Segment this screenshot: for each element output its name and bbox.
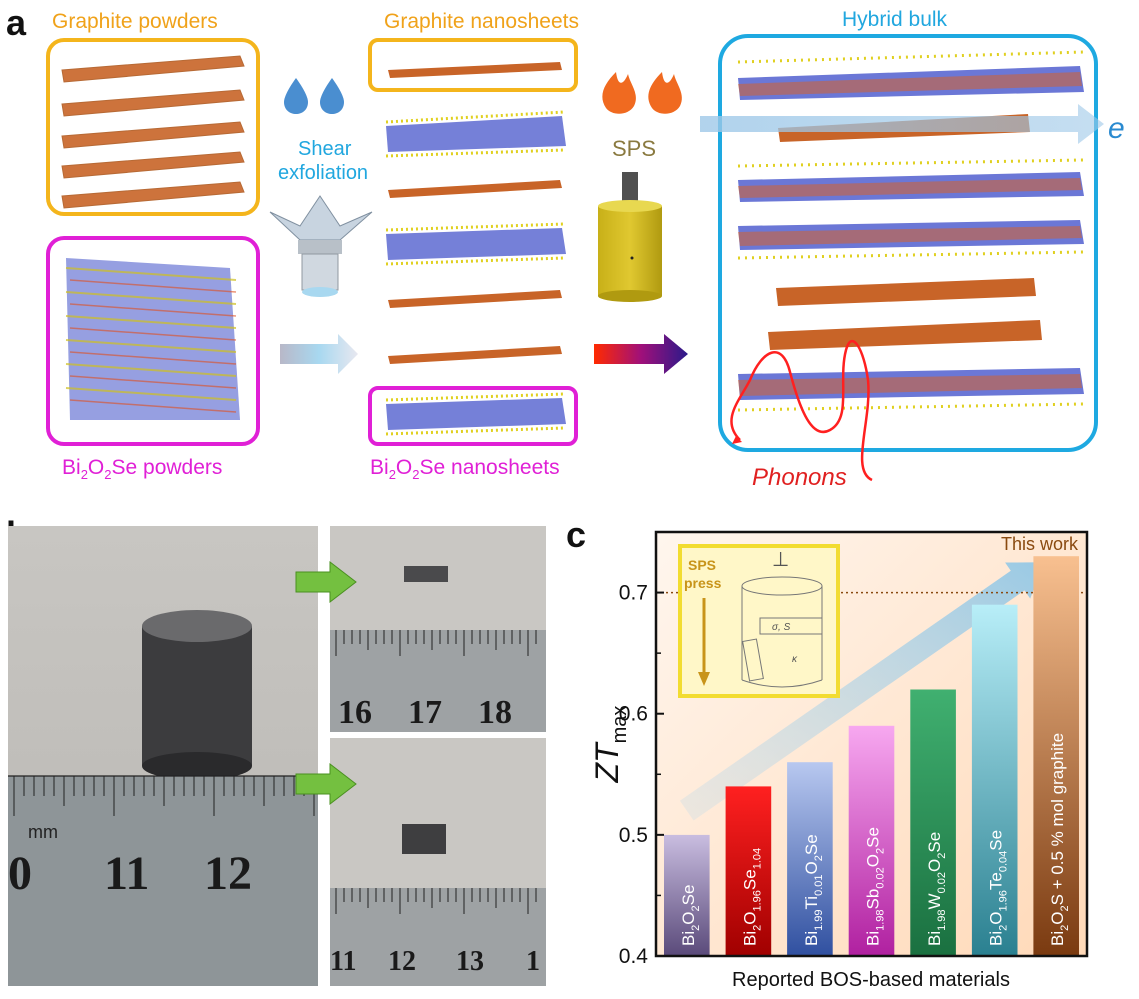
droplet-icons <box>284 78 344 114</box>
hybrid-bulk-box <box>718 34 1098 452</box>
y-axis-label: ZTmax <box>589 706 631 784</box>
electron-path-arrow <box>700 104 1104 144</box>
bar-label-6: Bi2O1.96Te0.04Se <box>987 830 1010 946</box>
shear-label: Shear <box>298 138 352 160</box>
bar-sample-photo-top: 16 17 18 <box>330 526 546 732</box>
y-tick-label: 0.7 <box>619 582 648 605</box>
ruler-br-12: 12 <box>388 946 416 977</box>
bar-sample-photo-bottom: 11 12 13 1 <box>330 738 546 986</box>
this-work-label: This work <box>1001 534 1079 554</box>
green-arrow-bottom <box>295 762 357 806</box>
bar-3 <box>787 762 833 956</box>
blender-icon <box>269 195 373 297</box>
bos-powders-box <box>46 236 260 446</box>
graphite-nanosheets-box <box>368 38 578 92</box>
inset-press-label: press <box>684 575 722 591</box>
phonon-path <box>730 340 873 482</box>
graphite-powders-box <box>46 38 260 216</box>
bar-label-4: Bi1.98Sb0.02O2Se <box>864 827 887 946</box>
trend-arrow-shape <box>679 562 1044 821</box>
ruler-unit: mm <box>28 822 58 842</box>
bar-label-7: Bi2O2S + 0.5 % mol graphite <box>1048 733 1071 946</box>
inset-kappa: κ <box>792 654 798 665</box>
y-tick-label: 0.6 <box>619 703 648 726</box>
bar-2 <box>725 786 772 956</box>
y-tick-label: 0.4 <box>619 945 649 968</box>
graphite-nanosheets-label: Graphite nanosheets <box>384 10 579 33</box>
sps-label: SPS <box>612 136 657 161</box>
ruler-br-11: 11 <box>330 946 357 977</box>
bar-label-1: Bi2O2Se <box>679 885 702 946</box>
phonons-label: Phonons <box>752 464 847 491</box>
bos-powders-label: Bi2O2Se powders <box>62 456 223 483</box>
bar-label-5: Bi1.98W0.02O2Se <box>925 832 948 946</box>
graphite-nanosheets <box>388 62 562 364</box>
ruler-tr-17: 17 <box>408 694 442 731</box>
x-axis-label: Reported BOS-based materials <box>732 969 1010 991</box>
ruler-main-0: 0 <box>8 847 32 900</box>
exfoliation-label: exfoliation <box>278 162 369 184</box>
ruler-main-11: 11 <box>104 847 150 900</box>
inset-sigma-s: σ, S <box>772 622 791 633</box>
inset-perpendicular-symbol: ⊥ <box>772 549 789 571</box>
bos-powder-crystal <box>65 258 240 420</box>
zt-chart: Bi2O2Se Bi2O1.96Se1.04 Bi1.99Ti0.01O2Se Bi1… <box>589 530 1089 991</box>
flame-icons <box>602 72 682 114</box>
trend-arrow <box>679 562 1044 821</box>
sintering-arrow <box>594 334 688 374</box>
bar-6 <box>971 604 1018 956</box>
bos-nanosheets-label: Bi2O2Se nanosheets <box>370 456 560 483</box>
inset-schematic: SPS press ⊥ σ, S κ <box>678 544 840 698</box>
panel-a-artwork <box>61 50 1104 482</box>
ruler-main-12: 12 <box>204 847 252 900</box>
bar-4 <box>848 725 895 956</box>
bar-label-3: Bi1.99Ti0.01O2Se <box>802 834 825 946</box>
hybrid-bulk-label: Hybrid bulk <box>842 8 948 31</box>
ruler-tr-18: 18 <box>478 694 512 731</box>
bar-7 <box>1033 556 1079 956</box>
graphite-powders-label: Graphite powders <box>52 10 218 33</box>
sps-press-icon <box>598 172 662 302</box>
green-arrow-top <box>295 560 357 604</box>
ruler-br-14: 1 <box>526 946 540 977</box>
ruler-tr-16: 16 <box>338 694 372 731</box>
plot-frame <box>654 530 1089 958</box>
pellet-photo: mm 0 11 12 <box>8 526 318 986</box>
bos-nanosheets-box <box>368 386 578 446</box>
graphite-layers <box>61 55 245 209</box>
bar-5 <box>910 689 956 956</box>
exfoliation-arrow <box>280 334 358 374</box>
y-tick-label: 0.5 <box>619 824 648 847</box>
bar-label-2: Bi2O1.96Se1.04 <box>740 848 763 946</box>
panel-a-letter: a <box>6 2 27 43</box>
panel-c-letter: c <box>566 514 587 555</box>
phonon-arrowhead <box>732 436 742 444</box>
bar-1 <box>664 834 710 956</box>
ruler-br-13: 13 <box>456 946 484 977</box>
bos-nanosheets <box>385 110 566 436</box>
hybrid-bulk-layers <box>737 50 1085 412</box>
electron-symbol: e <box>1108 112 1125 145</box>
inset-sps-label: SPS <box>688 557 716 573</box>
